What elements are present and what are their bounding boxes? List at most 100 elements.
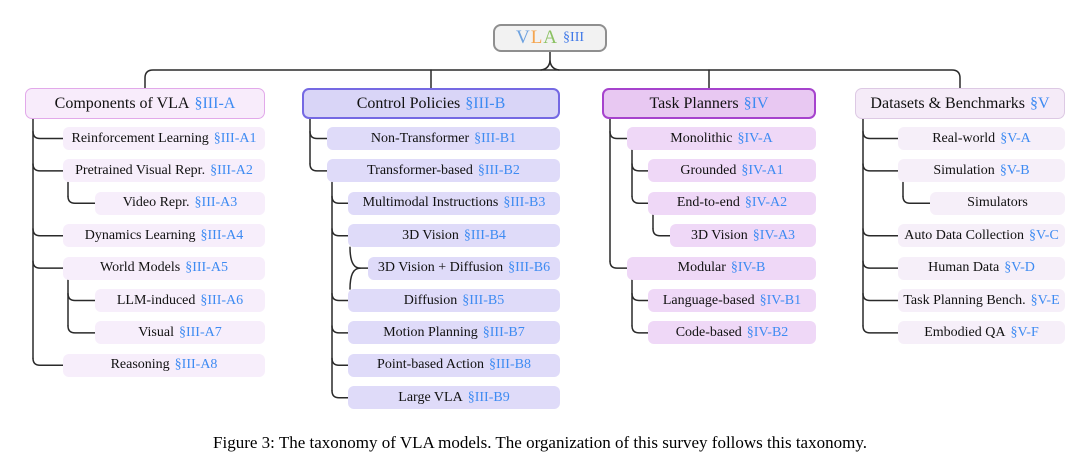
section-ref[interactable]: §III-A3 bbox=[194, 195, 238, 211]
section-ref[interactable]: §V-B bbox=[999, 162, 1030, 178]
section-ref[interactable]: §V-F bbox=[1010, 324, 1039, 340]
node-non-transformer: Non-Transformer§III-B1 bbox=[327, 127, 560, 150]
section-ref[interactable]: §III-A1 bbox=[213, 130, 257, 146]
node-label: Large VLA bbox=[398, 389, 463, 405]
node-label: Real-world bbox=[932, 130, 996, 146]
node-label: Transformer-based bbox=[367, 162, 473, 178]
section-ref[interactable]: §III-B6 bbox=[508, 260, 551, 276]
section-ref[interactable]: §V-E bbox=[1030, 292, 1060, 308]
node-reasoning: Reasoning§III-A8 bbox=[63, 353, 265, 377]
node-label: Embodied QA bbox=[924, 324, 1006, 340]
node-label: Monolithic bbox=[670, 130, 733, 146]
node-label: Task Planning Bench. bbox=[903, 292, 1026, 308]
section-ref[interactable]: §III-B5 bbox=[462, 292, 505, 308]
node-label: Pretrained Visual Repr. bbox=[75, 162, 206, 178]
section-ref[interactable]: §III-A7 bbox=[178, 324, 222, 340]
node-motion-planning: Motion Planning§III-B7 bbox=[348, 321, 560, 345]
column-header-datasets-benchmarks: Datasets & Benchmarks§V bbox=[855, 88, 1065, 119]
node-world-models: World Models§III-A5 bbox=[63, 256, 265, 280]
section-ref[interactable]: §III-B4 bbox=[463, 227, 506, 243]
node-video-repr: Video Repr.§III-A3 bbox=[95, 191, 265, 215]
node-label: Simulators bbox=[967, 195, 1028, 211]
node-real-world: Real-world§V-A bbox=[898, 127, 1065, 150]
node-label: 3D Vision bbox=[690, 227, 748, 243]
node-label: Human Data bbox=[928, 260, 1000, 276]
section-ref[interactable]: §IV-B2 bbox=[746, 324, 789, 340]
column-header-label: Task Planners bbox=[649, 94, 739, 112]
section-ref[interactable]: §III-B1 bbox=[474, 130, 517, 146]
section-ref[interactable]: §III-B7 bbox=[482, 324, 525, 340]
node-human-data: Human Data§V-D bbox=[898, 256, 1065, 280]
section-ref[interactable]: §III-A5 bbox=[185, 260, 228, 276]
section-ref[interactable]: §III-B8 bbox=[488, 357, 531, 373]
node-label: End-to-end bbox=[676, 195, 740, 211]
node-grounded: Grounded§IV-A1 bbox=[648, 159, 816, 183]
node-auto-data-collection: Auto Data Collection§V-C bbox=[898, 224, 1065, 248]
node-transformer-based: Transformer-based§III-B2 bbox=[327, 159, 560, 183]
section-ref[interactable]: §V-A bbox=[1000, 130, 1031, 146]
section-ref[interactable]: §V-C bbox=[1028, 227, 1059, 243]
column-header-components-of-vla: Components of VLA§III-A bbox=[25, 88, 265, 119]
node-3d-vision: 3D Vision§III-B4 bbox=[348, 224, 560, 248]
column-header-control-policies: Control Policies§III-B bbox=[302, 88, 560, 119]
section-ref[interactable]: §III bbox=[563, 30, 585, 45]
section-ref[interactable]: §IV-A1 bbox=[741, 162, 784, 178]
node-label: Visual bbox=[138, 324, 174, 340]
column-header-label: Control Policies bbox=[356, 94, 461, 112]
section-ref[interactable]: §IV-A3 bbox=[752, 227, 796, 243]
node-label: Reinforcement Learning bbox=[71, 130, 209, 146]
section-ref[interactable]: §III-B3 bbox=[503, 195, 546, 211]
node-modular: Modular§IV-B bbox=[627, 256, 816, 280]
node-3d-vision: 3D Vision§IV-A3 bbox=[670, 224, 816, 248]
node-monolithic: Monolithic§IV-A bbox=[627, 127, 816, 150]
node-label: World Models bbox=[100, 260, 181, 276]
node-label: Auto Data Collection bbox=[904, 227, 1024, 243]
node-label: 3D Vision + Diffusion bbox=[377, 260, 504, 276]
node-task-planning-bench: Task Planning Bench.§V-E bbox=[898, 289, 1065, 312]
section-ref[interactable]: §III-B2 bbox=[477, 162, 520, 178]
node-label: LLM-induced bbox=[116, 292, 196, 308]
column-header-label: Datasets & Benchmarks bbox=[870, 94, 1026, 112]
section-ref[interactable]: §IV bbox=[743, 94, 769, 112]
figure-caption: Figure 3: The taxonomy of VLA models. Th… bbox=[213, 433, 867, 452]
section-ref[interactable]: §IV-A2 bbox=[744, 195, 788, 211]
node-label: Diffusion bbox=[403, 292, 458, 308]
node-simulators: Simulators bbox=[930, 191, 1065, 215]
root-letter-v: V bbox=[515, 27, 531, 48]
node-simulation: Simulation§V-B bbox=[898, 159, 1065, 183]
root-letter-l: L bbox=[530, 27, 544, 48]
node-label: Non-Transformer bbox=[370, 130, 470, 146]
node-label: Code-based bbox=[675, 324, 742, 340]
node-label: 3D Vision bbox=[402, 227, 459, 243]
node-label: Modular bbox=[677, 260, 726, 276]
node-label: Grounded bbox=[680, 162, 737, 178]
node-code-based: Code-based§IV-B2 bbox=[648, 321, 816, 345]
node-llm-induced: LLM-induced§III-A6 bbox=[95, 289, 265, 312]
node-embodied-qa: Embodied QA§V-F bbox=[898, 321, 1065, 345]
section-ref[interactable]: §IV-B1 bbox=[759, 292, 802, 308]
section-ref[interactable]: §III-A8 bbox=[174, 357, 218, 373]
section-ref[interactable]: §IV-A bbox=[737, 130, 773, 146]
column-header-task-planners: Task Planners§IV bbox=[602, 88, 816, 119]
section-ref[interactable]: §IV-B bbox=[730, 260, 766, 276]
node-diffusion: Diffusion§III-B5 bbox=[348, 289, 560, 312]
section-ref[interactable]: §III-A bbox=[194, 94, 236, 112]
section-ref[interactable]: §III-B9 bbox=[467, 389, 510, 405]
node-language-based: Language-based§IV-B1 bbox=[648, 289, 816, 312]
node-dynamics-learning: Dynamics Learning§III-A4 bbox=[63, 224, 265, 248]
section-ref[interactable]: §III-A2 bbox=[210, 162, 253, 178]
node-pretrained-visual-repr: Pretrained Visual Repr.§III-A2 bbox=[63, 159, 265, 183]
node-label: Video Repr. bbox=[122, 195, 190, 211]
section-ref[interactable]: §V-D bbox=[1004, 260, 1035, 276]
section-ref[interactable]: §III-B bbox=[465, 94, 506, 112]
section-ref[interactable]: §V bbox=[1030, 94, 1050, 112]
column-header-label: Components of VLA bbox=[54, 94, 190, 112]
root-letter-a: A bbox=[543, 27, 559, 48]
section-ref[interactable]: §III-A4 bbox=[200, 227, 244, 243]
section-ref[interactable]: §III-A6 bbox=[200, 292, 244, 308]
node-label: Reasoning bbox=[110, 357, 170, 373]
node-3d-vision-diffusion: 3D Vision + Diffusion§III-B6 bbox=[368, 256, 560, 280]
